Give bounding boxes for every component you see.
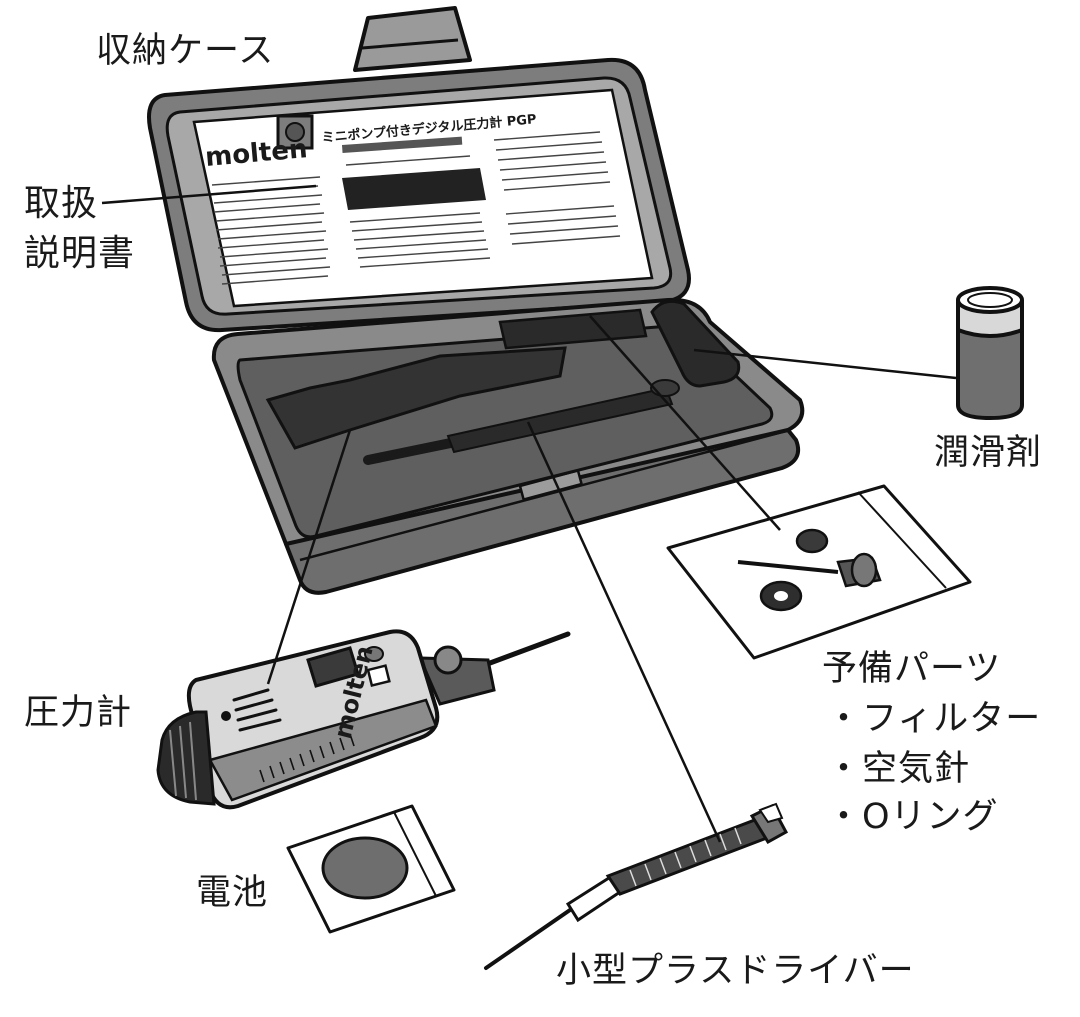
leader-lines bbox=[101, 184, 957, 843]
label-manual-line1: 取扱 bbox=[24, 183, 99, 224]
case-lid: molten ミニポンプ付きデジタル圧力計 PGP bbox=[147, 57, 691, 333]
label-manual-line2: 説明書 bbox=[24, 233, 136, 274]
lubricant-bottle bbox=[956, 286, 1024, 421]
pressure-gauge-device: molten bbox=[156, 629, 571, 810]
label-spare-needle: ・空気針 bbox=[826, 749, 971, 789]
case-handle bbox=[353, 6, 472, 72]
label-storage-case: 収納ケース bbox=[96, 31, 275, 71]
label-spare-parts: 予備パーツ bbox=[822, 649, 1002, 689]
case-base bbox=[211, 297, 805, 595]
label-spare-oring: ・Oリング bbox=[826, 797, 999, 837]
battery-bag bbox=[286, 804, 456, 934]
spare-parts-bag bbox=[666, 484, 972, 660]
label-spare-filter: ・フィルター bbox=[826, 699, 1042, 739]
label-screwdriver: 小型プラスドライバー bbox=[556, 951, 915, 991]
label-battery: 電池 bbox=[196, 873, 269, 913]
screwdriver bbox=[484, 802, 789, 970]
label-lubricant: 潤滑剤 bbox=[934, 433, 1043, 473]
label-pressure-gauge: 圧力計 bbox=[24, 693, 133, 733]
